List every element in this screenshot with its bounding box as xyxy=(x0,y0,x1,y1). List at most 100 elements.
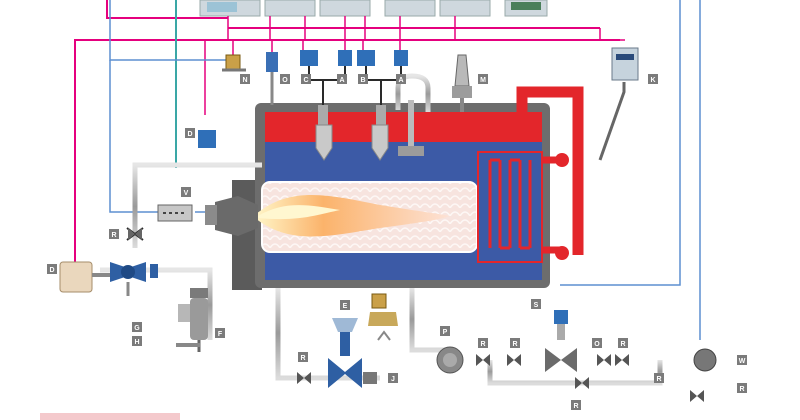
svg-text:E: E xyxy=(343,303,348,310)
magenta-signal-upper xyxy=(106,0,228,19)
svg-text:G: G xyxy=(134,325,140,332)
svg-text:R: R xyxy=(512,341,517,348)
svg-text:F: F xyxy=(218,331,223,338)
instruments-left xyxy=(157,130,262,222)
tag-h: H xyxy=(132,336,142,346)
valve-r-left xyxy=(128,228,142,240)
control-panel-3 xyxy=(319,0,371,17)
sight-glass-w xyxy=(693,348,717,372)
control-panel-2 xyxy=(264,0,316,17)
tag-a1: A xyxy=(337,74,347,84)
tag-w: W xyxy=(737,355,747,365)
tag-e: E xyxy=(340,300,350,310)
svg-text:R: R xyxy=(300,355,305,362)
tag-p: P xyxy=(440,326,450,336)
boiler-steam-space xyxy=(265,112,542,142)
control-panel-5 xyxy=(439,0,491,17)
solenoid-n xyxy=(225,54,241,70)
control-valve-s xyxy=(545,348,577,372)
tag-r-bottom: R xyxy=(298,352,308,362)
regulator-e-top xyxy=(332,318,358,332)
cropped-caption xyxy=(40,413,180,420)
tag-b: B xyxy=(358,74,368,84)
magenta-signal-line xyxy=(74,39,620,268)
tag-f: F xyxy=(215,328,225,338)
svg-text:D: D xyxy=(49,267,54,274)
bottom-devices xyxy=(297,293,717,402)
svg-text:R: R xyxy=(573,403,578,410)
tag-r-left: R xyxy=(109,229,119,239)
instrument-a1 xyxy=(338,50,352,66)
actuator-d-left xyxy=(59,261,93,293)
svg-text:O: O xyxy=(282,77,288,84)
control-panels xyxy=(199,0,548,17)
tag-m: M xyxy=(478,74,488,84)
sensor-o xyxy=(266,52,278,72)
tag-s: S xyxy=(531,299,541,309)
tag-d-top: D xyxy=(185,128,195,138)
svg-text:R: R xyxy=(480,341,485,348)
svg-text:C: C xyxy=(303,77,308,84)
svg-text:A: A xyxy=(339,77,344,84)
svg-text:V: V xyxy=(184,190,189,197)
svg-text:R: R xyxy=(739,386,744,393)
tag-r-s1: R xyxy=(478,338,488,348)
letter-tags: N O C A B A M K D V R D G H F E R J P S … xyxy=(47,74,747,410)
tag-o-s: O xyxy=(592,338,602,348)
panel-screen-6 xyxy=(511,2,541,10)
svg-text:R: R xyxy=(111,232,116,239)
valve-r-bypass xyxy=(575,377,589,389)
tag-v: V xyxy=(181,187,191,197)
blue-signal-right xyxy=(560,0,681,286)
actuator-s xyxy=(554,310,568,324)
svg-text:P: P xyxy=(443,329,448,336)
valve-r-bottom-right xyxy=(690,390,704,402)
valve-r-3 xyxy=(615,354,629,366)
tag-n: N xyxy=(240,74,250,84)
svg-text:R: R xyxy=(656,376,661,383)
filter-f xyxy=(190,298,208,340)
svg-text:M: M xyxy=(480,77,486,84)
solenoid-valve xyxy=(371,293,387,309)
svg-text:O: O xyxy=(594,341,600,348)
valve-r-bottom xyxy=(297,372,311,384)
probe-1 xyxy=(315,124,333,161)
regulator-e-body xyxy=(328,358,362,388)
tag-g: G xyxy=(132,322,142,332)
signal-wiring xyxy=(74,0,701,340)
tag-r-s3: R xyxy=(618,338,628,348)
valve-o-line xyxy=(597,354,611,366)
level-probes xyxy=(315,100,424,161)
tag-r-b1: R xyxy=(571,400,581,410)
control-panel-4 xyxy=(384,0,436,17)
svg-text:D: D xyxy=(187,131,192,138)
fuel-valves xyxy=(59,227,208,385)
level-float xyxy=(398,146,424,156)
steam-outlet-pipe xyxy=(516,86,584,255)
svg-text:A: A xyxy=(398,77,403,84)
panel-screen-1 xyxy=(207,2,237,12)
svg-text:W: W xyxy=(739,358,746,365)
blue-signal-left xyxy=(109,60,160,213)
tag-r-b3: R xyxy=(737,383,747,393)
tag-r-b2: R xyxy=(654,373,664,383)
tag-k: K xyxy=(648,74,658,84)
burner-head xyxy=(215,196,258,236)
instruments-top xyxy=(222,47,639,161)
tag-j: J xyxy=(388,373,398,383)
svg-text:K: K xyxy=(650,77,655,84)
valve-j xyxy=(363,372,377,384)
safety-valve-m xyxy=(454,54,470,87)
tag-o: O xyxy=(280,74,290,84)
svg-text:S: S xyxy=(534,302,539,309)
svg-text:H: H xyxy=(134,339,139,346)
tag-c: C xyxy=(301,74,311,84)
transmitter-d-top xyxy=(198,130,216,148)
instrument-b xyxy=(357,50,375,66)
svg-text:R: R xyxy=(620,341,625,348)
svg-text:B: B xyxy=(360,77,365,84)
tag-r-s2: R xyxy=(510,338,520,348)
boiler xyxy=(205,73,584,290)
